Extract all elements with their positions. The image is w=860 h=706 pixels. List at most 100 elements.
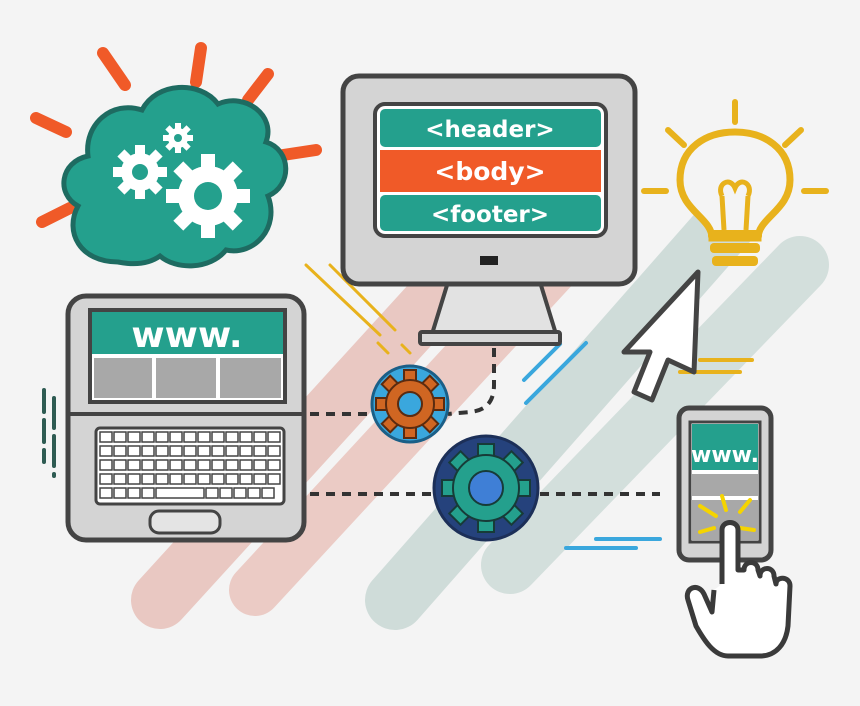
keyboard-key bbox=[169, 445, 183, 457]
keyboard-key bbox=[267, 473, 281, 485]
laptop-screen-block-3 bbox=[220, 358, 281, 398]
keyboard-key bbox=[155, 459, 169, 471]
keyboard-key bbox=[267, 445, 281, 457]
keyboard-key bbox=[211, 459, 225, 471]
keyboard-key bbox=[99, 473, 113, 485]
keyboard-key bbox=[219, 487, 233, 499]
keyboard-key bbox=[127, 445, 141, 457]
laptop-screen-text: www. bbox=[131, 315, 242, 356]
keyboard-key bbox=[205, 487, 219, 499]
dash-blue-1 bbox=[524, 341, 588, 405]
keyboard-key bbox=[239, 445, 253, 457]
lightbulb-icon bbox=[641, 99, 829, 266]
cursor-arrow-icon bbox=[621, 269, 701, 403]
tap-burst bbox=[698, 494, 756, 534]
lightbulb-filament bbox=[718, 179, 752, 231]
header-tag-label: <header> bbox=[425, 117, 554, 143]
gear-icon bbox=[375, 369, 445, 439]
center-gears bbox=[370, 364, 540, 542]
lightbulb-base-1 bbox=[708, 230, 762, 240]
monitor-neck bbox=[429, 280, 559, 336]
keyboard-key bbox=[253, 473, 267, 485]
gear-icon bbox=[166, 154, 250, 238]
stripe-teal-2 bbox=[481, 236, 829, 594]
keyboard-key bbox=[99, 459, 113, 471]
keyboard-key bbox=[127, 487, 141, 499]
gear-icon bbox=[441, 443, 531, 533]
screen-row-footer bbox=[380, 195, 601, 231]
footer-tag-label: <footer> bbox=[431, 202, 549, 228]
keyboard-key bbox=[197, 473, 211, 485]
gear-icon bbox=[113, 145, 167, 199]
screen-row-header bbox=[380, 109, 601, 147]
keyboard-key bbox=[169, 431, 183, 443]
keyboard-key bbox=[127, 473, 141, 485]
keyboard-key bbox=[155, 487, 205, 499]
decorative-dashes bbox=[42, 263, 754, 550]
laptop-keys bbox=[99, 431, 281, 499]
keyboard-key bbox=[141, 473, 155, 485]
keyboard-key bbox=[261, 487, 275, 499]
keyboard-key bbox=[99, 445, 113, 457]
keyboard-key bbox=[211, 445, 225, 457]
keyboard-key bbox=[239, 473, 253, 485]
keyboard-key bbox=[247, 487, 261, 499]
keyboard-key bbox=[141, 459, 155, 471]
laptop-screen-block-2 bbox=[156, 358, 216, 398]
keyboard-key bbox=[253, 459, 267, 471]
monitor-base bbox=[418, 330, 562, 346]
keyboard-key bbox=[127, 431, 141, 443]
keyboard-key bbox=[183, 431, 197, 443]
cloud-gears-icon bbox=[30, 42, 322, 269]
keyboard-key bbox=[113, 473, 127, 485]
keyboard-key bbox=[253, 431, 267, 443]
keyboard-key bbox=[99, 487, 113, 499]
desktop-monitor: <header> <body> <footer> bbox=[340, 73, 638, 346]
laptop-screen-block-1 bbox=[94, 358, 152, 398]
keyboard-key bbox=[225, 445, 239, 457]
phone-screen-block-1 bbox=[692, 474, 758, 496]
keyboard-key bbox=[141, 487, 155, 499]
monitor-power-light bbox=[480, 256, 498, 265]
keyboard-key bbox=[197, 445, 211, 457]
keyboard-key bbox=[155, 431, 169, 443]
dash-blue-2 bbox=[522, 342, 562, 382]
laptop: www. bbox=[65, 293, 307, 543]
keyboard-key bbox=[197, 459, 211, 471]
keyboard-key bbox=[183, 445, 197, 457]
keyboard-key bbox=[127, 459, 141, 471]
keyboard-key bbox=[267, 459, 281, 471]
cloud-shape bbox=[61, 84, 289, 269]
dash-yellow-4 bbox=[400, 343, 412, 355]
screen-row-body bbox=[380, 150, 601, 192]
keyboard-key bbox=[141, 445, 155, 457]
keyboard-key bbox=[225, 431, 239, 443]
link-monitor-gear bbox=[447, 348, 496, 416]
keyboard-key bbox=[239, 431, 253, 443]
keyboard-key bbox=[113, 487, 127, 499]
keyboard-key bbox=[113, 431, 127, 443]
keyboard-key bbox=[211, 473, 225, 485]
lightbulb-base-2 bbox=[710, 243, 760, 253]
phone-screen-text: www. bbox=[691, 443, 759, 468]
keyboard-key bbox=[197, 431, 211, 443]
dash-yellow-2 bbox=[328, 263, 397, 332]
gear-icon bbox=[163, 123, 193, 153]
keyboard-key bbox=[239, 459, 253, 471]
keyboard-key bbox=[211, 431, 225, 443]
keyboard-key bbox=[141, 431, 155, 443]
lightbulb-rays bbox=[641, 99, 829, 194]
keyboard-key bbox=[225, 459, 239, 471]
keyboard-key bbox=[267, 431, 281, 443]
keyboard-key bbox=[169, 473, 183, 485]
dash-yellow-1 bbox=[304, 263, 382, 337]
laptop-screen-banner bbox=[92, 312, 283, 354]
smartphone: www. bbox=[676, 405, 774, 563]
stripe-pink-1 bbox=[131, 231, 499, 629]
dash-yellow-3 bbox=[376, 341, 390, 355]
keyboard-key bbox=[155, 445, 169, 457]
keyboard-key bbox=[183, 473, 197, 485]
keyboard-key bbox=[99, 431, 113, 443]
